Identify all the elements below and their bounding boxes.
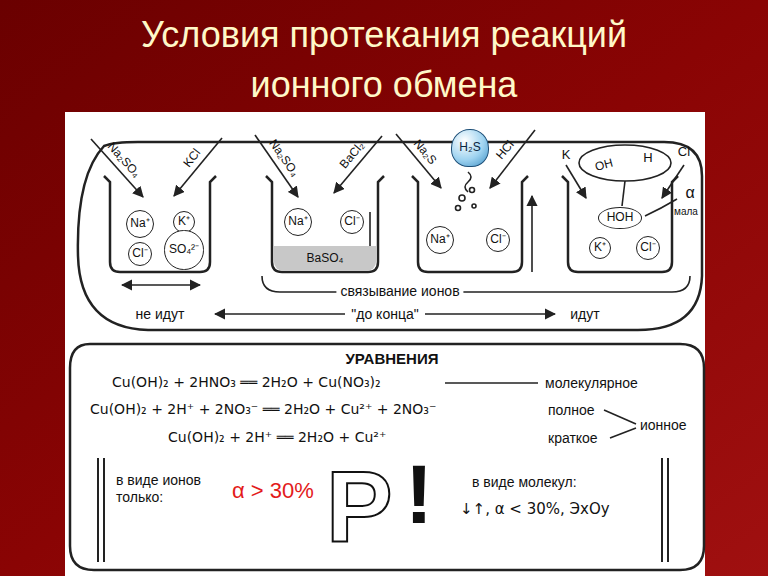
panel-border xyxy=(78,142,702,330)
equation: Cu(OH)₂ + 2HNO₃ ══ 2H₂O + Cu(NO₃)₂ xyxy=(112,374,381,391)
water-forming-loop xyxy=(579,145,671,181)
brace-line xyxy=(610,428,636,438)
reagent-label: Na₂SO₄ xyxy=(105,139,144,180)
ion-circle: Cl⁻ xyxy=(636,236,660,260)
reagent-arrow xyxy=(490,130,535,188)
reagent-arrow xyxy=(91,139,143,197)
equilibrium-arrow xyxy=(122,284,200,286)
node-label: Cl⁻ xyxy=(490,233,505,247)
dissociation-rule: α > 30% xyxy=(232,478,314,504)
panel-heading: УРАВНЕНИЯ xyxy=(346,350,439,368)
ion-label: OH xyxy=(593,156,614,175)
node-label: Na⁺ xyxy=(130,217,149,231)
degree-note: мала xyxy=(674,206,698,218)
node-label: Cl⁻ xyxy=(640,241,655,255)
node-label: BaSO₄ xyxy=(307,252,344,266)
node-label: Na⁺ xyxy=(430,233,449,247)
gas-bubble xyxy=(456,206,461,211)
ion-circle: Cl⁻ xyxy=(128,242,152,266)
arrows xyxy=(91,130,690,438)
brace-line xyxy=(604,410,636,424)
node-label: Cl⁻ xyxy=(344,215,359,229)
gas-bulb: H₂S xyxy=(451,129,488,167)
ion-circle: K⁺ xyxy=(589,237,612,260)
equation: Cu(OH)₂ + 2H⁺ + 2NO₃⁻ ══ 2H₂O + Cu²⁺ + 2… xyxy=(90,401,436,418)
double-bar xyxy=(98,458,104,562)
gas-bubble xyxy=(472,204,476,208)
leader-line xyxy=(645,199,677,216)
node-label: K⁺ xyxy=(594,241,606,255)
ion-circle: Na⁺ xyxy=(426,226,454,254)
beaker xyxy=(104,176,216,272)
outlined-letter: Р xyxy=(326,456,393,556)
ion-circle: SO₄²⁻ xyxy=(164,230,203,269)
content-panel xyxy=(65,112,705,576)
reagent-arrow xyxy=(662,165,684,198)
leader-line xyxy=(445,382,538,384)
group-bracket xyxy=(262,276,690,292)
equation-type: молекулярное xyxy=(545,375,638,392)
ion-circle: Cl⁻ xyxy=(340,210,364,234)
ion-label: H xyxy=(643,150,652,166)
node-label: Na⁺ xyxy=(288,215,307,229)
beakers xyxy=(104,176,678,272)
node-label: H₂S xyxy=(459,141,480,155)
panel-border xyxy=(70,344,704,570)
beaker xyxy=(562,176,678,272)
reagent-label: BaCl₂ xyxy=(337,139,368,172)
ion-label: K xyxy=(562,147,571,163)
ion-circle: Na⁺ xyxy=(284,208,312,236)
reagent-label: KCl xyxy=(180,146,203,170)
gas-bubble xyxy=(470,188,475,193)
beaker xyxy=(266,176,384,272)
node-label: Cl⁻ xyxy=(132,247,147,261)
group-label: связывание ионов xyxy=(336,283,463,300)
leader-line xyxy=(622,181,625,206)
exclamation-mark: ! xyxy=(405,452,433,536)
outcome-arrow xyxy=(215,313,345,315)
equation-type: полное xyxy=(548,402,595,419)
node-label: SO₄²⁻ xyxy=(169,243,199,257)
reagent-arrow xyxy=(174,138,222,196)
equations-panel: УРАВНЕНИЯ Cu(OH)₂ + 2HNO₃ ══ 2H₂O + Cu(NO… xyxy=(68,342,706,572)
ion-label: Cl xyxy=(678,144,690,160)
ion-circle: Cl⁻ xyxy=(486,228,510,252)
outcome-label: не идут xyxy=(136,306,185,323)
equation-type: ионное xyxy=(640,417,687,434)
outcome-arrow xyxy=(425,313,555,315)
reagent-arrow xyxy=(334,136,382,193)
outcome-label: идут xyxy=(570,306,599,323)
degree-symbol: α xyxy=(685,183,694,202)
node-label: HOH xyxy=(607,211,634,225)
double-bar xyxy=(662,458,668,562)
node-label: K⁺ xyxy=(178,215,190,229)
rule-note: в виде ионов только: xyxy=(116,472,226,506)
rule-note: ↓↑, α < 30%, ЭxOy xyxy=(460,500,610,518)
gas-arrow xyxy=(531,196,533,272)
rule-note: в виде молекул: xyxy=(472,474,577,491)
slide-title: Условия протекания реакций ионного обмен… xyxy=(74,10,694,111)
gas-bubble xyxy=(459,195,465,201)
equation: Cu(OH)₂ + 2H⁺ ══ 2H₂O + Cu²⁺ xyxy=(168,429,386,446)
ion-circle: Na⁺ xyxy=(126,210,154,238)
outcome-label: "до конца" xyxy=(351,306,418,323)
precipitate-layer: BaSO₄ xyxy=(274,246,376,271)
equation-type: краткое xyxy=(548,430,598,447)
molecule-oval: HOH xyxy=(598,207,643,229)
beaker xyxy=(412,176,528,272)
